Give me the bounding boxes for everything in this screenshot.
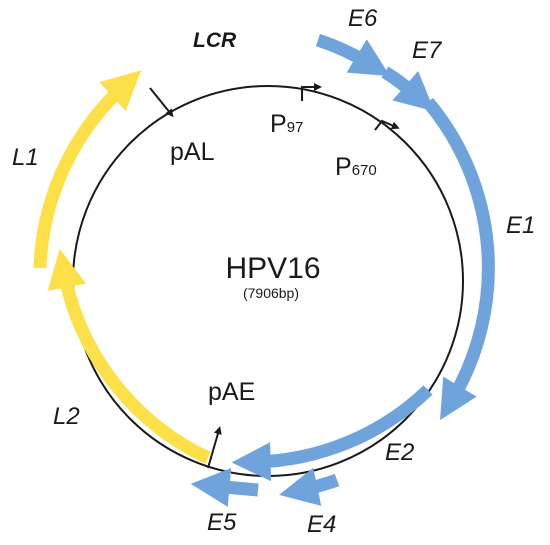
p670-subscript: 670 xyxy=(352,162,377,179)
gene-label-l2: L2 xyxy=(53,403,80,430)
gene-arrow-e5 xyxy=(190,467,259,507)
genome-size: (7906bp) xyxy=(243,285,299,301)
p670-letter: P xyxy=(335,153,352,181)
p97-subscript: 97 xyxy=(287,119,304,136)
p97-letter: P xyxy=(270,110,287,138)
p670-label: P670 xyxy=(335,153,377,181)
lcr-label: LCR xyxy=(193,29,237,52)
gene-arrow-e2 xyxy=(231,385,433,482)
gene-label-e5: E5 xyxy=(207,509,237,536)
gene-arrow-l1 xyxy=(33,70,142,269)
gene-label-e1: E1 xyxy=(506,212,535,239)
gene-arrow-e1 xyxy=(423,97,495,421)
pal-label: pAL xyxy=(170,138,215,166)
p97-label: P97 xyxy=(270,110,303,138)
gene-arrow-e6 xyxy=(315,33,391,77)
gene-arrow-e4 xyxy=(279,467,340,506)
pal-pointer xyxy=(149,87,174,118)
gene-label-e2: E2 xyxy=(385,439,414,466)
gene-label-e4: E4 xyxy=(307,511,336,538)
gene-label-l1: L1 xyxy=(12,144,39,171)
gene-arrow-e7 xyxy=(381,66,435,112)
gene-label-e6: E6 xyxy=(348,5,378,32)
p670-promoter-icon xyxy=(374,119,400,131)
p97-promoter-icon xyxy=(301,83,322,101)
gene-label-e7: E7 xyxy=(412,37,443,64)
genome-title: HPV16 xyxy=(225,252,320,285)
pae-pointer xyxy=(207,426,222,469)
gene-arrow-l2 xyxy=(47,249,211,464)
pae-label: pAE xyxy=(208,378,255,406)
